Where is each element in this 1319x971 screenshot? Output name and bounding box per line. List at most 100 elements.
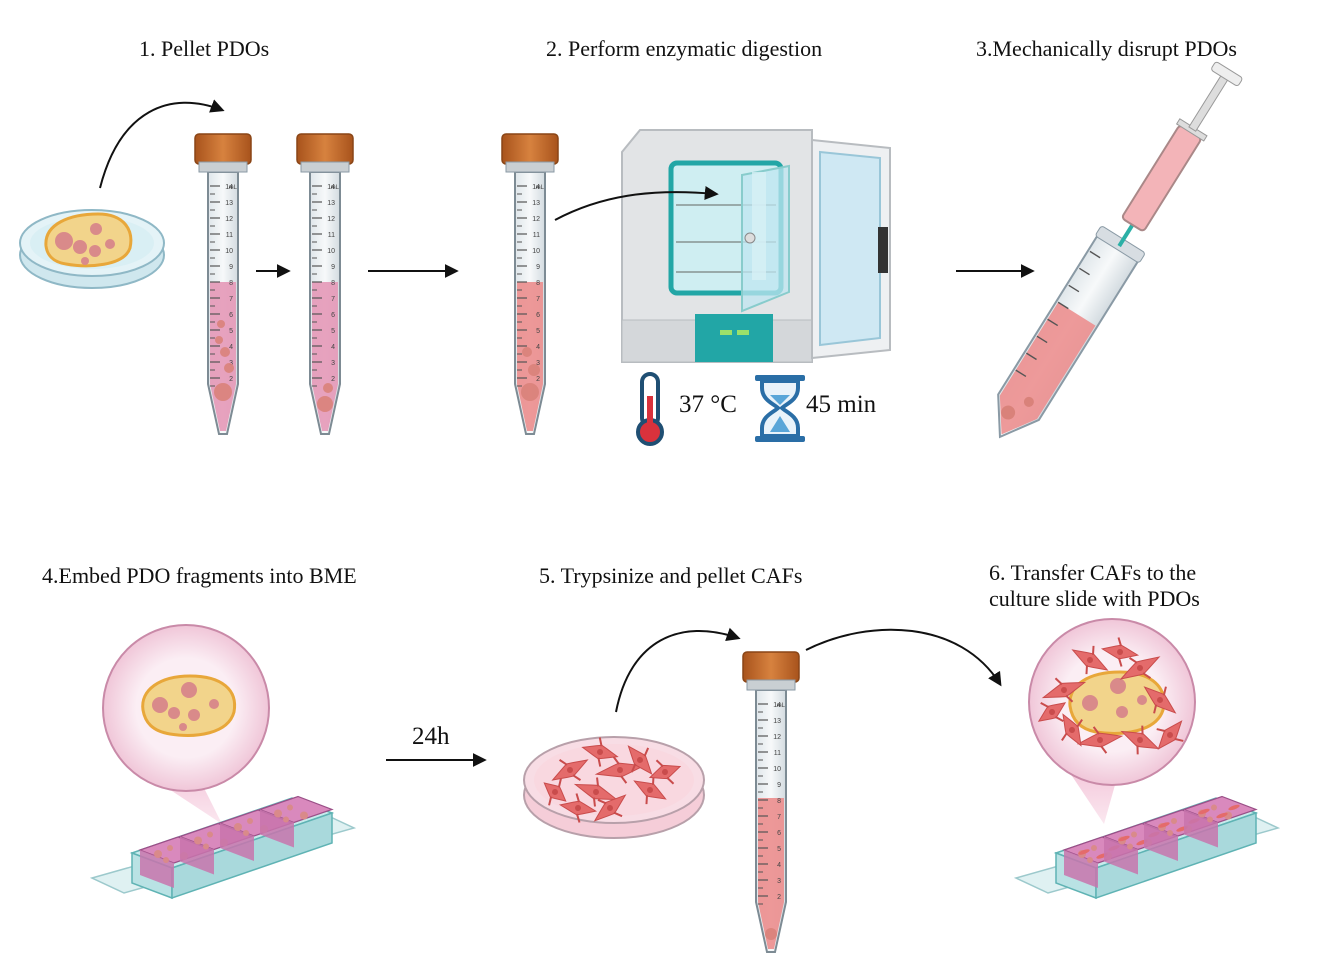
tube-scale-mark: 12 [773,734,781,741]
tube-scale-mark: 14 [327,184,335,191]
step-6-label-line2: culture slide with PDOs [989,586,1200,611]
tube-scale-mark: 12 [225,216,233,223]
tube-scale-mark: 10 [532,248,540,255]
caf-cell [551,759,589,781]
tube-scale-mark: 14 [225,184,233,191]
caf-cell [593,794,627,822]
caf-cell [581,737,619,767]
tube-scale-mark: 7 [777,814,781,821]
tube-scale-mark: 11 [533,232,540,239]
caf-cell [558,793,598,823]
tube-scale-mark: 10 [327,248,335,255]
tube-scale-mark: 4 [777,862,781,869]
tube-scale-mark: 2 [777,894,781,901]
step-5-label: 5. Trypsinize and pellet CAFs [539,563,803,588]
tube-scale-mark: 7 [331,296,335,303]
tube-scale-mark: 2 [229,376,233,383]
tube-unit-label: mL [229,185,238,191]
caf-cell [633,775,667,805]
tube-scale-mark: 5 [536,328,540,335]
duration-label: 45 min [806,391,877,418]
magnified-coculture-view [1028,618,1196,824]
temperature-label: 37 °C [679,391,737,418]
tube-scale-mark: 13 [327,200,335,207]
step-6-label-line1: 6. Transfer CAFs to the [989,560,1197,585]
step-3-label: 3.Mechanically disrupt PDOs [976,36,1237,61]
tube-scale-mark: 9 [331,264,335,271]
syringe-in-tube [997,61,1243,439]
conical-tubes: 141312111098765432mL141312111098765432mL… [194,133,800,953]
wait-time-label: 24h [412,723,450,750]
tube-scale-mark: 14 [773,702,781,709]
caf-cell [1120,725,1160,755]
tube-unit-label: mL [536,185,545,191]
step-2-label: 2. Perform enzymatic digestion [546,36,823,61]
caf-cell [594,756,646,784]
tube-scale-mark: 14 [532,184,540,191]
tube-scale-mark: 4 [229,344,233,351]
caf-cell [1037,701,1067,723]
caf-cell [1076,726,1124,754]
chamber-slide-pdos [89,795,357,900]
tube-scale-mark: 7 [229,296,233,303]
caf-cell [627,745,653,775]
caf-cell [1071,645,1109,675]
tube-scale-mark: 12 [327,216,335,223]
caf-cell [1041,677,1087,703]
arrow-caf-tube-to-slide [805,628,1002,687]
caf-cell [573,777,619,807]
tube-scale-mark: 9 [536,264,540,271]
tube-scale-mark: 6 [777,830,781,837]
magnified-organoid-view [102,624,270,824]
tube-scale-mark: 12 [532,216,540,223]
tube-scale-mark: 8 [331,280,335,287]
tube-scale-mark: 11 [328,232,335,239]
chamber-slide-coculture [1013,795,1281,900]
tube-unit-label: mL [777,703,786,709]
tube-scale-mark: 11 [226,232,233,239]
tube-scale-mark: 3 [331,360,335,367]
tube-scale-mark: 3 [536,360,540,367]
arrow-tube-to-incubator [554,186,719,221]
tube-scale-mark: 13 [532,200,540,207]
tube-scale-mark: 13 [225,200,233,207]
hourglass-icon [755,375,805,442]
tube-scale-mark: 3 [777,878,781,885]
tube-scale-mark: 7 [536,296,540,303]
arrow-dish-to-caf-tube [615,627,741,713]
tube-unit-label: mL [331,185,340,191]
tube-scale-mark: 10 [225,248,233,255]
tube-scale-mark: 8 [536,280,540,287]
petri-dish-organoid [19,209,165,289]
thermometer-icon [636,372,664,446]
caf-cell [648,759,682,785]
tube-scale-mark: 5 [229,328,233,335]
tube-scale-mark: 4 [331,344,335,351]
tube-scale-mark: 6 [536,312,540,319]
tube-scale-mark: 11 [774,750,781,757]
caf-cell [543,778,567,806]
incubator [621,129,891,363]
tube-scale-mark: 4 [536,344,540,351]
tube-scale-mark: 9 [777,782,781,789]
caf-cell [1156,720,1184,750]
tube-scale-mark: 5 [777,846,781,853]
petri-dish-cafs [523,736,705,839]
tube-scale-mark: 13 [773,718,781,725]
tube-scale-mark: 9 [229,264,233,271]
caf-cell [1119,656,1161,680]
step-1-label: 1. Pellet PDOs [139,36,270,61]
tube-scale-mark: 6 [229,312,233,319]
tube-scale-mark: 10 [773,766,781,773]
caf-cell [1100,637,1140,667]
arrow-dish-to-tube [99,99,225,189]
tube-scale-mark: 6 [331,312,335,319]
tube-scale-mark: 8 [229,280,233,287]
tube-scale-mark: 2 [331,376,335,383]
step-4-label: 4.Embed PDO fragments into BME [42,563,357,588]
caf-cell [1143,686,1177,714]
